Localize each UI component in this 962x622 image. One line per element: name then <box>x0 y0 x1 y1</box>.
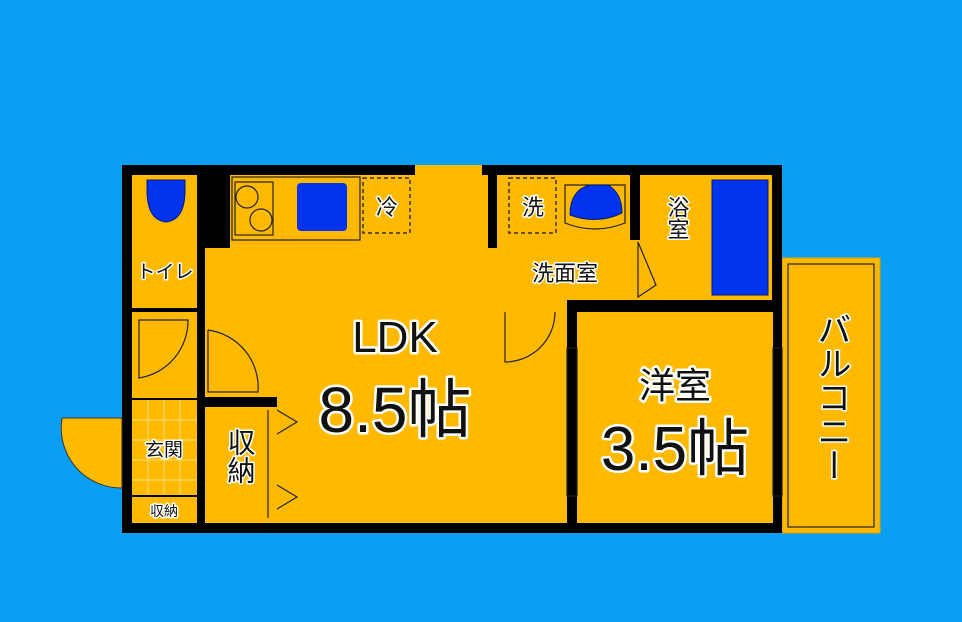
burner-icon <box>235 185 259 209</box>
ldk-size: 8.5帖 <box>319 374 472 446</box>
balcony-rail <box>787 263 875 528</box>
bath-label: 浴室 <box>664 196 690 240</box>
balcony-window[interactable] <box>772 347 783 497</box>
entrance-label: 玄関 <box>145 439 183 461</box>
ldk-door[interactable] <box>207 329 259 393</box>
window <box>415 165 482 175</box>
hallway <box>132 312 197 398</box>
washer-label: 洗 <box>522 196 544 221</box>
washroom-label: 洗面室 <box>532 262 598 287</box>
toilet-label: トイレ <box>136 261 193 283</box>
western-room <box>577 312 773 523</box>
hall-door[interactable] <box>138 319 189 379</box>
ldk-name: LDK <box>352 313 438 362</box>
western-room-name: 洋室 <box>639 365 711 406</box>
stove <box>234 181 274 236</box>
sliding-door[interactable] <box>566 347 578 497</box>
toilet-icon <box>146 179 186 223</box>
tile-grid <box>132 400 197 495</box>
bathtub-icon <box>711 179 769 296</box>
washroom-door[interactable] <box>504 311 556 363</box>
washer-space <box>508 177 557 234</box>
washbasin-icon <box>569 184 623 220</box>
entrance-storage-label: 収納 <box>150 504 178 520</box>
balcony-label: バルコニー <box>811 312 851 482</box>
bath-door[interactable] <box>637 241 657 299</box>
balcony-area <box>781 257 881 534</box>
sink-icon <box>297 183 347 231</box>
western-room-size: 3.5帖 <box>601 415 749 484</box>
fridge-label: 冷 <box>376 196 398 221</box>
closet-label: 収納 <box>224 428 257 484</box>
entrance-storage <box>132 497 197 523</box>
fridge-space <box>362 177 411 234</box>
closet-doors[interactable] <box>267 409 299 518</box>
burner-icon <box>249 208 273 232</box>
closet <box>207 407 275 523</box>
entrance-door[interactable] <box>60 417 123 489</box>
kitchen-counter <box>231 176 361 241</box>
